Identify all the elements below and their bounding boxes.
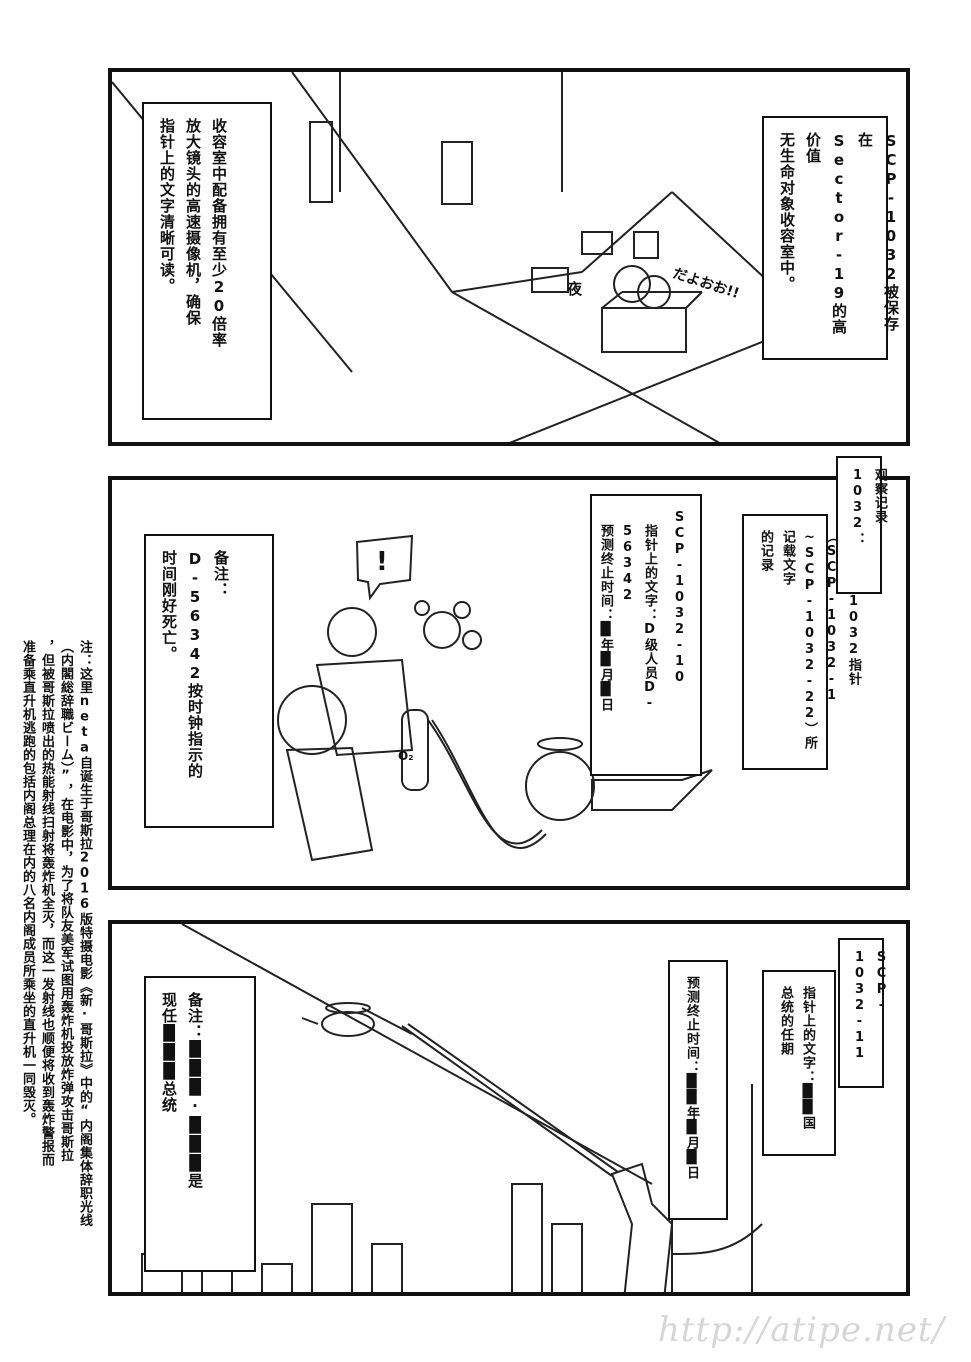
speech-exclamation: ! bbox=[376, 547, 388, 577]
godzilla-beam-illustration bbox=[141, 924, 763, 1292]
panel-containment-room: 夜 だよおお!! 收容室中配备拥有至少20倍率 放大镜头的高速摄像机，确保 指针… bbox=[108, 68, 910, 446]
caption-camera: 收容室中配备拥有至少20倍率 放大镜头的高速摄像机，确保 指针上的文字清晰可读。 bbox=[142, 102, 272, 420]
prediction-text: 预测终止时间：██年█月█日 bbox=[684, 976, 699, 1180]
site-watermark: http://atipe.net/ bbox=[658, 1310, 945, 1350]
scp-1032-10-id: SCP-1032-10 bbox=[672, 510, 687, 686]
panel-observation-record: O₂ ! 备注： D-56342按时钟指示的 时间刚好死亡。 SCP-1032-… bbox=[108, 476, 910, 890]
caption-remark-president: 备注：███·███是 现任███总统 bbox=[144, 976, 256, 1272]
oxygen-tank-label: O₂ bbox=[398, 749, 413, 763]
sfx-left: 夜 bbox=[566, 280, 583, 298]
scp-1032-10-pointer-text: 指针上的文字：D级人员D-56342 预测终止时间：█年█月█日 bbox=[598, 524, 657, 712]
caption-scp-1032-10: SCP-1032-10 指针上的文字：D级人员D-56342 预测终止时间：█年… bbox=[590, 494, 702, 776]
sfx-right: だよおお!! bbox=[671, 266, 741, 302]
caption-camera-text: 收容室中配备拥有至少20倍率 放大镜头的高速摄像机，确保 指针上的文字清晰可读。 bbox=[158, 118, 228, 348]
panel-president-term: 备注：███·███是 现任███总统 预测终止时间：██年█月█日 指针上的文… bbox=[108, 920, 910, 1296]
d-class-scene-illustration: O₂ ! bbox=[277, 534, 713, 862]
caption-storage: SCP-1032被保存在 Sector-19的高价值 无生命对象收容室中。 bbox=[762, 116, 900, 360]
caption-remark-d-class-text: 备注： D-56342按时钟指示的 时间刚好死亡。 bbox=[160, 550, 230, 779]
pointer-text-11: 指针上的文字：██国 总统的任期 bbox=[778, 986, 815, 1130]
scp-1032-11-id-box: SCP-1032-11 bbox=[838, 938, 889, 1088]
caption-pointer-text-11: 指针上的文字：██国 总统的任期 bbox=[762, 970, 836, 1156]
observation-header: 观察记录1032： bbox=[836, 456, 887, 594]
translator-note: 注：这里neta自诞生于哥斯拉2016版特摄电影《新·哥斯拉》中的“内阁集体辞职… bbox=[20, 640, 92, 1227]
containment-room-illustration: 夜 だよおお!! bbox=[112, 72, 813, 442]
caption-record-description: SCP-1032指针（SCP-1032-1 ~SCP-1032-22）所记载文字… bbox=[742, 514, 861, 770]
caption-storage-text: SCP-1032被保存在 Sector-19的高价值 无生命对象收容室中。 bbox=[778, 132, 900, 335]
caption-prediction: 预测终止时间：██年█月█日 bbox=[668, 960, 728, 1220]
caption-remark-president-text: 备注：███·███是 现任███总统 bbox=[160, 992, 204, 1189]
caption-remark-d-class: 备注： D-56342按时钟指示的 时间刚好死亡。 bbox=[144, 534, 274, 828]
observation-header-text: 观察记录1032： bbox=[850, 468, 887, 546]
scp-1032-11-id: SCP-1032-11 bbox=[852, 950, 889, 1062]
